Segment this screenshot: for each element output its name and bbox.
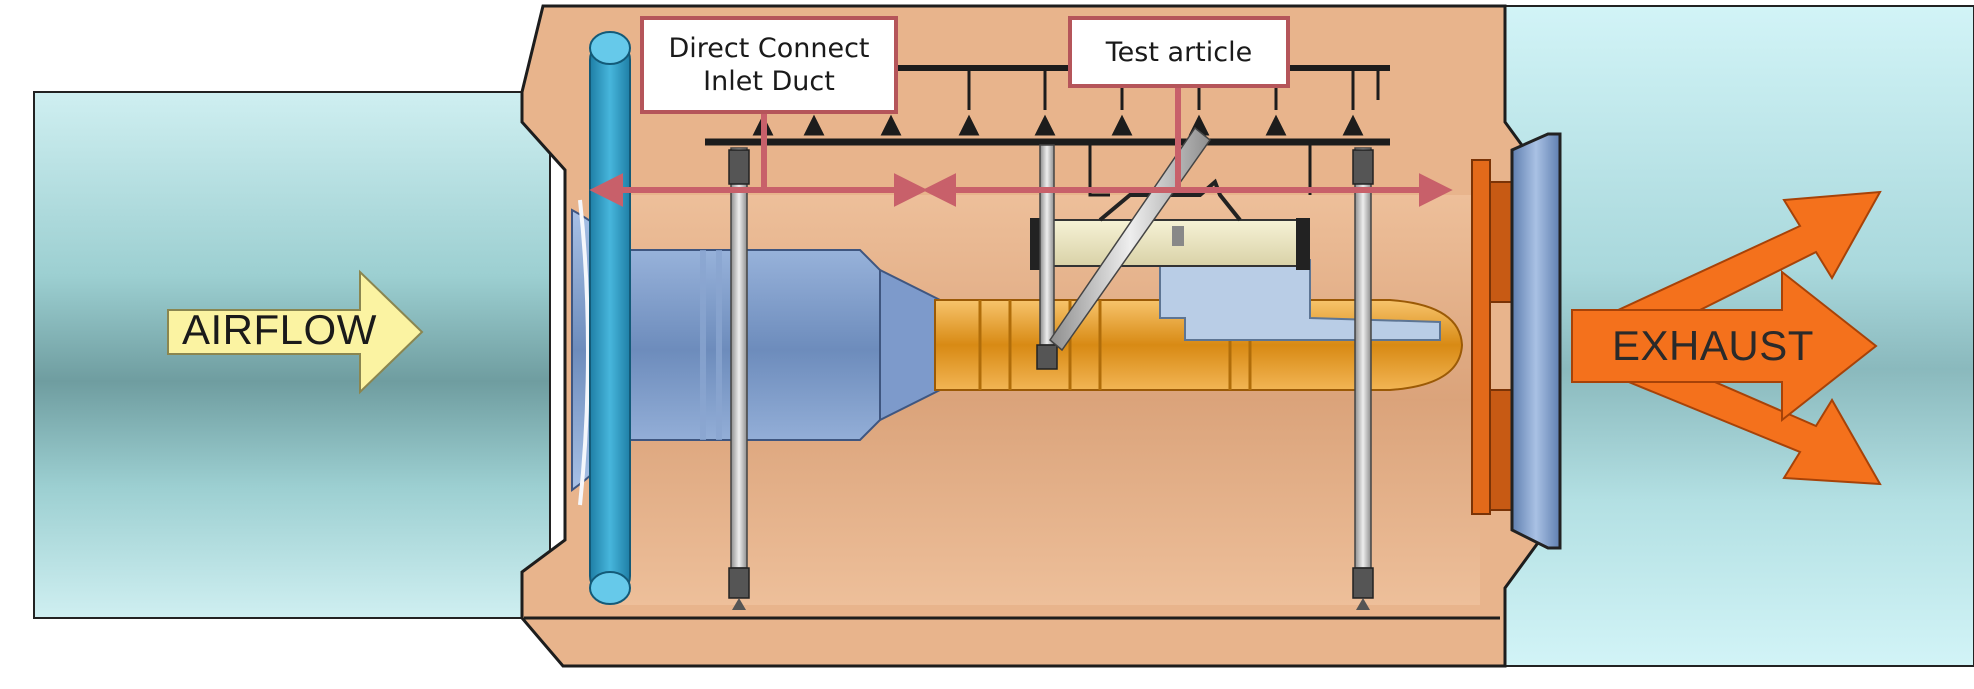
test-article-callout: Test article: [1068, 16, 1290, 88]
airflow-arrow-icon: [167, 269, 424, 395]
inlet-callout-line2: Inlet Duct: [703, 66, 835, 97]
test-article-label: Test article: [1105, 36, 1253, 68]
support-rods: [728, 126, 1374, 610]
airflow-label: AIRFLOW: [182, 306, 377, 353]
exhaust-collector: [1471, 132, 1562, 550]
inlet-callout-line1: Direct Connect: [668, 33, 870, 64]
thrust-stand: [1030, 178, 1310, 270]
exhaust-arrow-icon: [1571, 190, 1882, 486]
inlet-duct-callout: Direct Connect Inlet Duct: [640, 16, 898, 114]
exhaust-label: EXHAUST: [1612, 322, 1814, 369]
inlet-ring: [589, 31, 631, 605]
measurement-arrows: [589, 88, 1453, 207]
